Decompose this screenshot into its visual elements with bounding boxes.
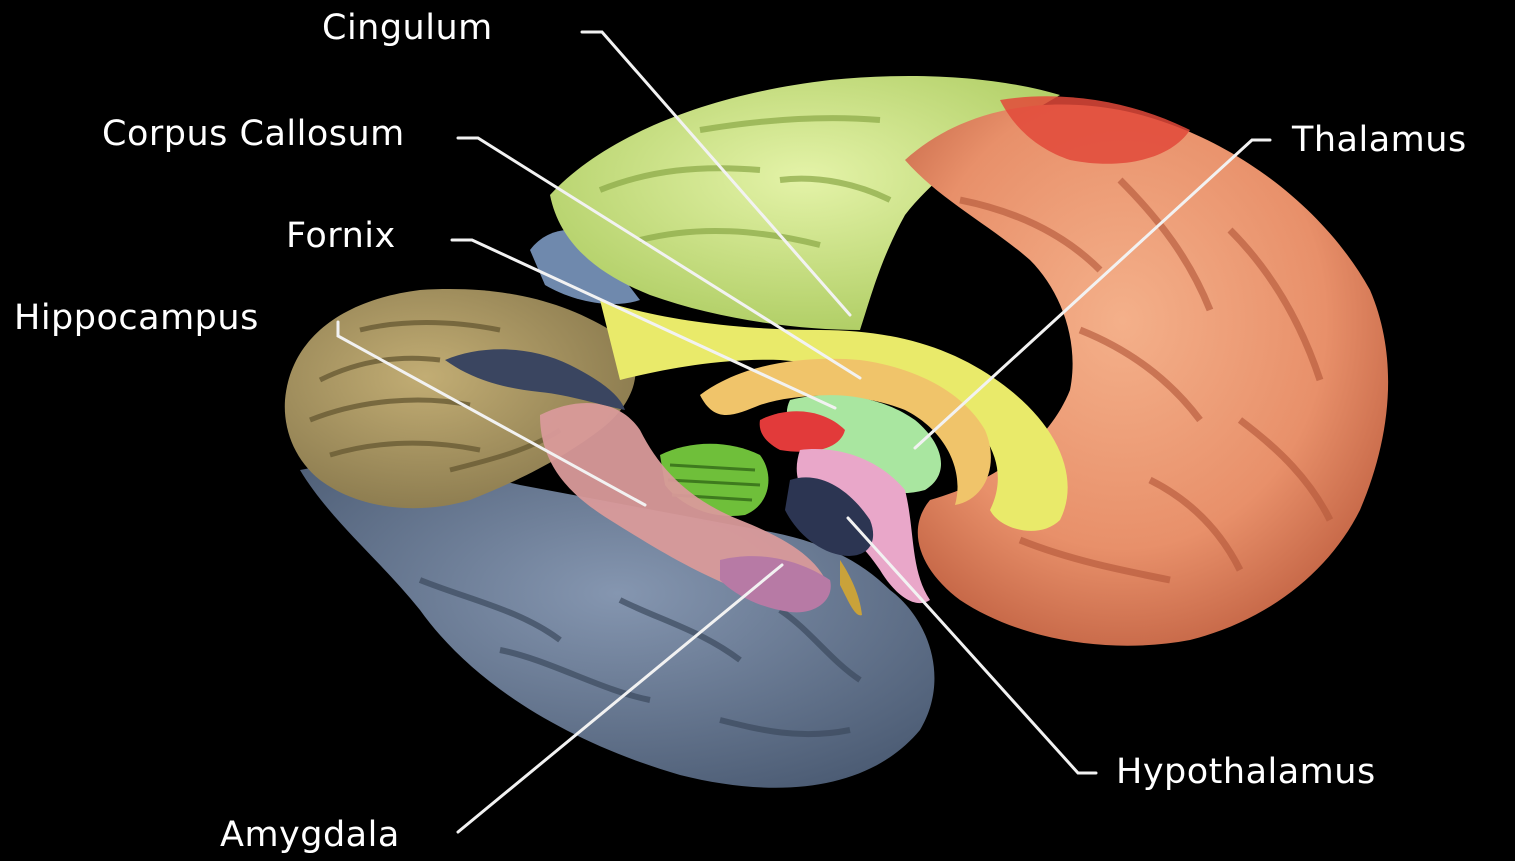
label-amygdala: Amygdala [220, 815, 400, 855]
label-hippocampus: Hippocampus [14, 298, 259, 338]
label-corpus-callosum: Corpus Callosum [102, 114, 405, 154]
label-cingulum: Cingulum [322, 8, 493, 48]
label-thalamus: Thalamus [1292, 120, 1467, 160]
label-hypothalamus: Hypothalamus [1116, 752, 1376, 792]
label-fornix: Fornix [286, 216, 396, 256]
